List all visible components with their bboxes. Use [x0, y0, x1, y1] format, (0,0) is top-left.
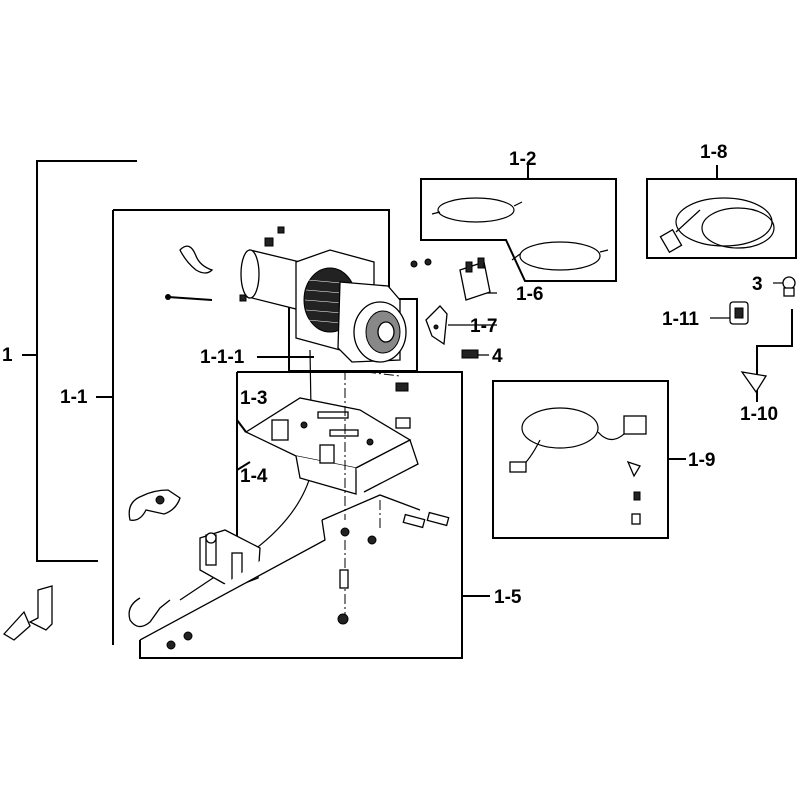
callout-1-2: 1-2 [509, 149, 536, 170]
relay-unit [410, 257, 491, 301]
bolt-3 [782, 276, 796, 297]
base-rail [139, 494, 421, 650]
mounting-plate [244, 397, 419, 495]
callout-labels: 1 1-1 1-1-1 1-2 1-3 1-4 1-5 1-6 1-7 1-8 … [2, 142, 778, 608]
bracket-1-1 [96, 209, 390, 645]
front-direction-arrow-icon [2, 585, 53, 641]
callout-1: 1 [2, 345, 13, 366]
callout-1-1-1: 1-1-1 [200, 347, 245, 368]
switch-cable-1-9 [509, 407, 647, 525]
winch-assembly [179, 226, 407, 601]
callout-1-11: 1-11 [662, 309, 699, 330]
cover-1-11 [729, 301, 749, 325]
bracket-1-10 [756, 309, 793, 402]
cable-set-1-2 [431, 197, 609, 271]
fasteners [337, 349, 479, 625]
harness-1-8 [659, 197, 775, 254]
callout-1-7: 1-7 [470, 316, 497, 337]
callout-1-3: 1-3 [240, 388, 267, 409]
box-1-2 [420, 165, 617, 282]
callout-4: 4 [492, 346, 503, 367]
cable-clip [179, 245, 214, 274]
callout-1-6: 1-6 [516, 284, 543, 305]
callout-1-4: 1-4 [240, 466, 268, 487]
callout-3: 3 [752, 274, 763, 295]
callout-1-10: 1-10 [740, 404, 778, 425]
winch-hook [128, 489, 181, 628]
callout-1-9: 1-9 [688, 450, 715, 471]
box-1-9 [492, 380, 686, 539]
box-1-3-1-5 [139, 371, 490, 659]
clip-1-10 [740, 371, 768, 394]
switch-bracket [425, 305, 448, 346]
callout-1-8: 1-8 [700, 142, 727, 163]
rod-bolt [165, 294, 213, 301]
bracket-1 [22, 160, 137, 562]
callout-1-5: 1-5 [494, 587, 522, 608]
callout-1-1: 1-1 [60, 387, 88, 408]
box-1-8 [646, 165, 797, 259]
